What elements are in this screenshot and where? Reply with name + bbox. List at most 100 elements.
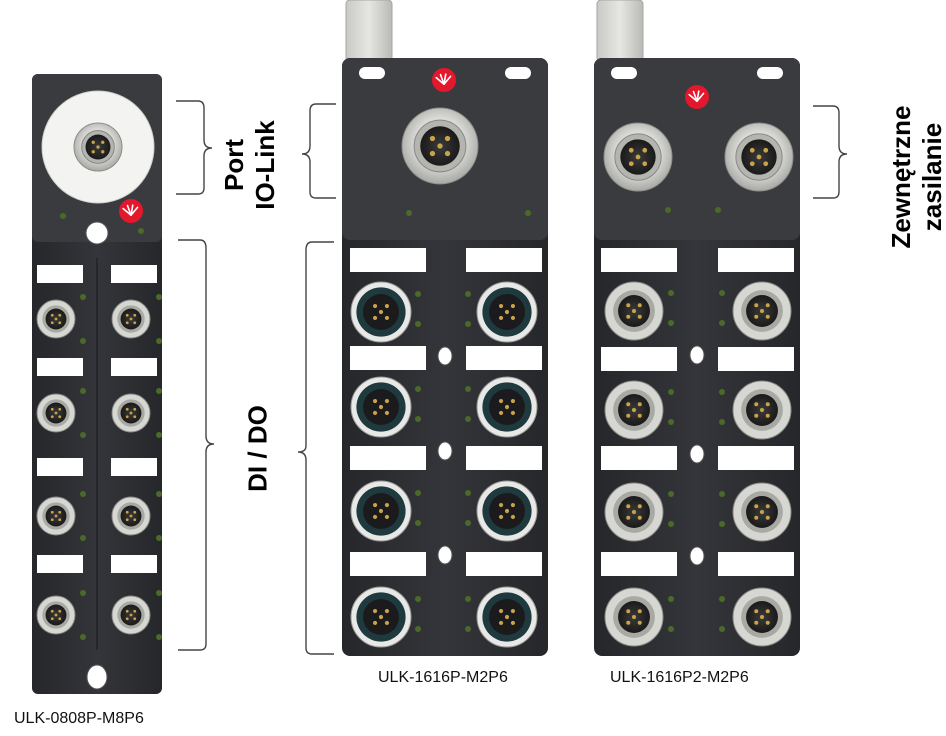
m12-connector-icon — [476, 586, 538, 648]
connector-pin — [372, 410, 378, 416]
m12-connector-icon — [73, 122, 123, 172]
caption-ulk-1616p-m2p6: ULK-1616P-M2P6 — [378, 669, 508, 686]
connector-pin — [510, 398, 516, 404]
status-led — [406, 210, 412, 216]
status-led — [415, 626, 421, 632]
connector-pin — [378, 614, 384, 620]
m12-connector-icon — [36, 393, 76, 433]
status-led — [80, 634, 86, 640]
connector-pin — [626, 314, 631, 319]
m12-connector-icon — [603, 122, 673, 192]
status-led — [156, 590, 162, 596]
m12-connector-icon — [350, 281, 412, 343]
m12-connector-icon — [476, 376, 538, 438]
connector-pin — [54, 514, 58, 518]
m12-connector-icon — [111, 393, 151, 433]
connector-pin — [444, 150, 451, 157]
status-led — [465, 520, 471, 526]
connector-pin — [372, 608, 378, 614]
status-led — [668, 389, 674, 395]
connector-pin — [763, 147, 769, 153]
connector-pin — [129, 411, 133, 415]
connector-pin — [125, 609, 129, 613]
logo-ray — [439, 73, 445, 85]
m12-connector-icon — [604, 587, 664, 647]
connector-pin — [637, 515, 642, 520]
connector-pin — [50, 609, 54, 613]
label-plate — [718, 248, 794, 272]
m12-connector-icon — [111, 496, 151, 536]
status-led — [465, 321, 471, 327]
m12-connector-icon — [724, 122, 794, 192]
connector-pin — [133, 609, 137, 613]
connector-pin — [54, 613, 58, 617]
connector-pin — [637, 609, 642, 614]
status-led — [719, 626, 725, 632]
connector-pin — [749, 147, 755, 153]
m12-connector-icon — [111, 595, 151, 635]
mounting-hole — [689, 345, 705, 365]
logo-ray — [696, 92, 705, 102]
connector-pin — [129, 514, 133, 518]
connector-pin — [504, 614, 510, 620]
status-led — [80, 338, 86, 344]
label-plate — [111, 265, 157, 283]
connector-pin — [372, 514, 378, 520]
connector-pin — [58, 609, 62, 613]
connector-pin — [54, 317, 58, 321]
status-led — [156, 432, 162, 438]
connector-pin — [50, 510, 54, 514]
power-label-line2: zasilanie — [917, 122, 946, 232]
connector-pin — [749, 161, 755, 167]
connector-pin — [626, 413, 631, 418]
connector-pin — [765, 609, 770, 614]
caption-ulk-0808p-m8p6: ULK-0808P-M8P6 — [14, 710, 144, 727]
connector-pin — [642, 147, 648, 153]
connector-pin — [50, 415, 54, 419]
label-plate — [37, 265, 83, 283]
brand-logo-icon — [119, 199, 143, 223]
connector-pin — [58, 510, 62, 514]
connector-pin — [384, 303, 390, 309]
connector-pin — [125, 407, 129, 411]
brace-power — [813, 105, 848, 199]
status-led — [415, 596, 421, 602]
m12-connector-icon — [36, 299, 76, 339]
connector-pin — [498, 315, 504, 321]
connector-pin — [58, 313, 62, 317]
connector-pin — [101, 150, 105, 154]
status-led — [465, 490, 471, 496]
connector-pin — [626, 504, 631, 509]
label-plate — [111, 358, 157, 376]
status-led — [80, 388, 86, 394]
connector-pin — [133, 518, 137, 522]
connector-pin — [384, 315, 390, 321]
connector-pin — [628, 161, 634, 167]
brand-logo-icon — [685, 85, 709, 109]
status-led — [80, 590, 86, 596]
status-led — [668, 491, 674, 497]
connector-pin — [498, 514, 504, 520]
connector-pin — [498, 620, 504, 626]
brace-port-right — [301, 103, 336, 199]
label-plate — [37, 555, 83, 573]
m12-connector-icon — [604, 380, 664, 440]
connector-pin — [125, 518, 129, 522]
connector-pin — [498, 502, 504, 508]
connector-pin — [626, 402, 631, 407]
logo-ray — [443, 75, 452, 85]
connector-pin — [58, 415, 62, 419]
brace-dido-right — [297, 241, 334, 655]
connector-pin — [372, 398, 378, 404]
m12-connector-icon — [350, 376, 412, 438]
connector-pin — [637, 303, 642, 308]
connector-pin — [372, 315, 378, 321]
connector-pin — [384, 514, 390, 520]
connector-pin — [754, 504, 759, 509]
label-plate — [466, 346, 542, 370]
status-led — [465, 596, 471, 602]
mounting-hole — [689, 444, 705, 464]
logo-ray — [688, 93, 698, 102]
connector-pin — [631, 308, 637, 314]
